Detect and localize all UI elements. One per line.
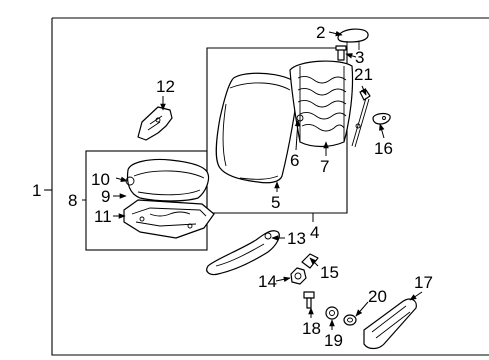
seat-back-spring-frame-part — [289, 60, 354, 148]
callout-13: 13 — [287, 229, 306, 248]
callout-19: 19 — [324, 331, 343, 350]
callout-20: 20 — [368, 287, 387, 306]
callout-8: 8 — [68, 191, 77, 210]
gear-knob-part — [290, 267, 307, 285]
callout-15: 15 — [320, 263, 339, 282]
callout-9: 9 — [101, 187, 110, 206]
washer-part — [343, 314, 357, 326]
seat-frame-part — [123, 199, 215, 239]
bolt-part — [303, 291, 315, 309]
seat-cushion-part — [125, 158, 210, 202]
callout-10: 10 — [91, 170, 110, 189]
leader-lines — [44, 30, 423, 330]
recliner-rod-part — [351, 89, 371, 148]
callout-16: 16 — [374, 139, 393, 158]
callout-14: 14 — [258, 272, 277, 291]
headrest-part — [337, 28, 369, 50]
lever-part — [301, 253, 319, 269]
callout-18: 18 — [302, 319, 321, 338]
callout-labels: 1 2 3 4 5 6 7 8 9 10 11 12 13 14 15 16 1… — [32, 23, 433, 350]
nut-part — [325, 306, 339, 320]
callout-3: 3 — [355, 48, 364, 67]
side-cover-part — [363, 298, 417, 350]
seat-back-cushion-part — [215, 72, 298, 184]
side-shield-part — [206, 230, 280, 276]
callout-12: 12 — [156, 77, 175, 96]
callout-17: 17 — [414, 273, 433, 292]
callout-11: 11 — [94, 207, 112, 226]
callout-6: 6 — [290, 151, 299, 170]
headrest-guide-part — [335, 45, 347, 61]
callout-7: 7 — [320, 157, 329, 176]
callout-4: 4 — [310, 223, 319, 242]
main-assembly-frame — [45, 17, 489, 356]
callout-1: 1 — [32, 181, 41, 200]
side-bracket-part — [137, 106, 173, 141]
callout-5: 5 — [271, 193, 280, 212]
callout-2: 2 — [316, 23, 325, 42]
recliner-knob-part — [372, 112, 391, 125]
callout-21: 21 — [354, 65, 373, 84]
